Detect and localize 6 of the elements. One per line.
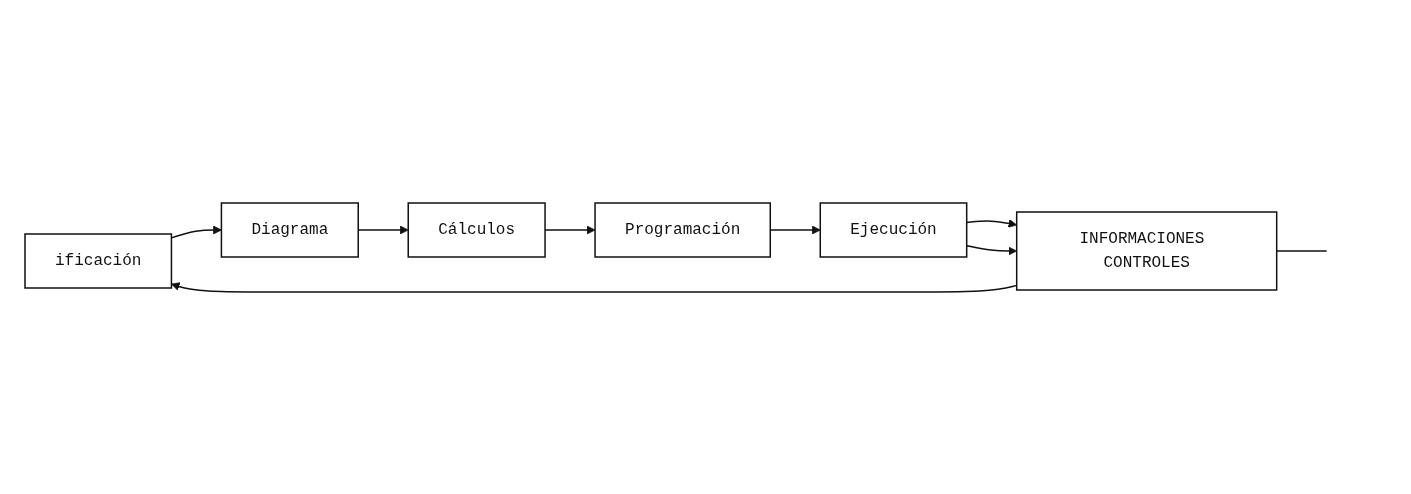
node-box: Diagrama bbox=[220, 201, 359, 258]
node-box: Programación bbox=[593, 201, 771, 258]
node-box: ificación bbox=[23, 232, 172, 289]
node-box: Ejecución bbox=[819, 201, 968, 258]
node-box: Cálculos bbox=[407, 201, 546, 258]
node-box: INFORMACIONES CONTROLES bbox=[1015, 210, 1278, 291]
